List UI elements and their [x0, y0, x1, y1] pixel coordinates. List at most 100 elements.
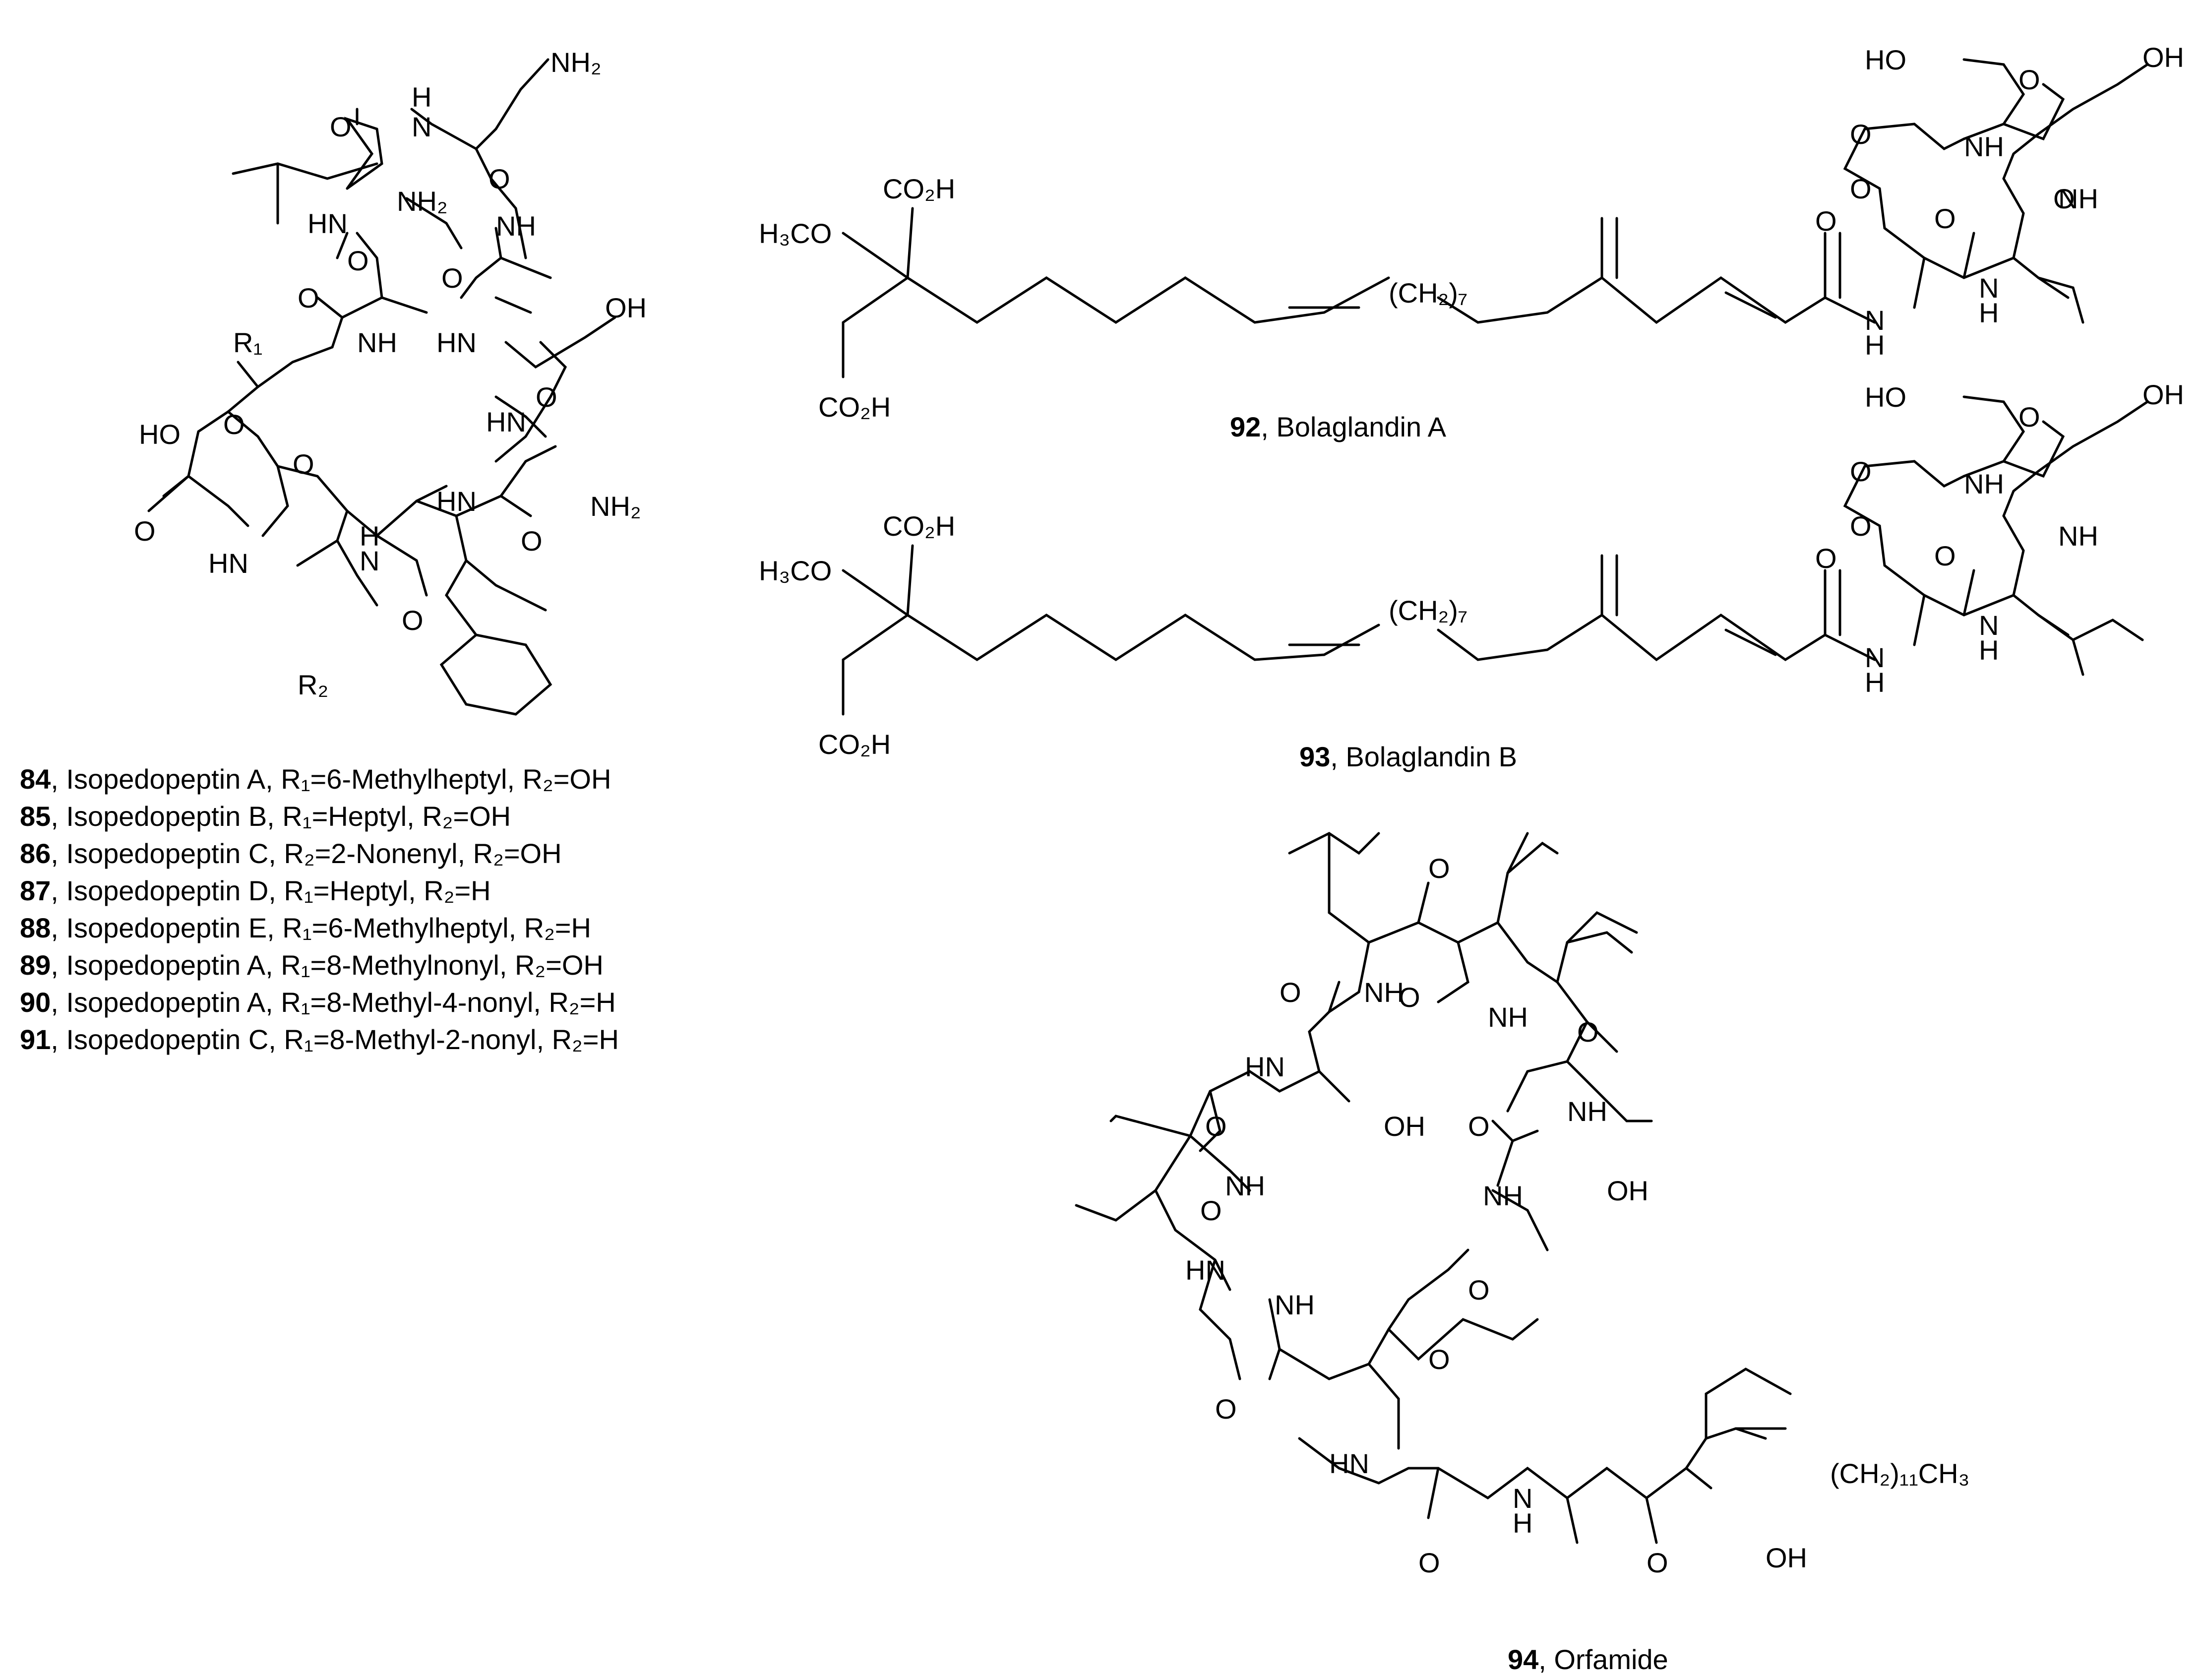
atom-o: O — [1647, 1547, 1668, 1578]
atom-o: O — [134, 515, 156, 547]
atom-h3co: H₃CO — [759, 555, 832, 586]
atom-o: O — [521, 525, 543, 557]
isopedopeptin-atom-labels: NH₂ H N O O NH₂ HN NH O O OH O R₁ NH HN … — [134, 47, 647, 700]
atom-o: O — [1200, 1195, 1222, 1226]
atom-o: O — [347, 245, 369, 276]
atom-n: N — [412, 111, 431, 142]
atom-o: O — [1418, 1547, 1440, 1578]
atom-o: O — [1850, 456, 1872, 487]
caption-92: 92, Bolaglandin A — [1230, 411, 1447, 442]
atom-o: O — [441, 262, 463, 294]
atom-h: H — [412, 81, 431, 113]
orfamide-structure — [1075, 832, 1792, 1544]
atom-o: O — [1280, 977, 1301, 1008]
atom-oh: OH — [1766, 1542, 1807, 1573]
atom-o: O — [1815, 205, 1837, 237]
atom-o: O — [1468, 1111, 1490, 1142]
atom-ho: HO — [1865, 381, 1906, 413]
atom-oh: OH — [2142, 379, 2184, 410]
atom-nh: NH — [1964, 131, 2004, 162]
atom-hn: HN — [436, 327, 477, 358]
atom-nh2-top: NH₂ — [550, 47, 602, 78]
atom-oh: OH — [1384, 1111, 1425, 1142]
atom-o: O — [1577, 1016, 1599, 1048]
atom-n: N — [360, 545, 379, 576]
atom-nh: NH — [1483, 1180, 1523, 1211]
atom-h: H — [1513, 1507, 1532, 1539]
legend-91: 91, Isopedopeptin C, R₁=8-Methyl-2-nonyl… — [20, 1024, 619, 1055]
atom-o: O — [1399, 982, 1420, 1013]
bolaglandin-b-structure — [842, 395, 2149, 716]
atom-o: O — [1850, 119, 1872, 150]
legend-89: 89, Isopedopeptin A, R₁=8-Methylnonyl, R… — [20, 949, 604, 981]
atom-o: O — [298, 282, 319, 313]
atom-hn: HN — [1245, 1051, 1285, 1082]
atom-n: N — [1979, 610, 1999, 641]
legend-86: 86, Isopedopeptin C, R₂=2-Nonenyl, R₂=OH — [20, 838, 562, 869]
atom-h: H — [1865, 667, 1885, 698]
isopedopeptin-legend: 84, Isopedopeptin A, R₁=6-Methylheptyl, … — [20, 763, 619, 1055]
atom-o: O — [1215, 1393, 1237, 1425]
bolaglandin-a-labels: CO₂H H₃CO CO₂H (CH₂)₇ O N H O O HO NH O … — [759, 42, 2184, 423]
atom-nh: NH — [1488, 1001, 1528, 1033]
atom-o: O — [1815, 543, 1837, 574]
atom-o: O — [1468, 1274, 1490, 1306]
atom-o: O — [293, 448, 314, 480]
atom-h: H — [360, 520, 379, 552]
bolaglandin-a-structure — [842, 58, 2149, 378]
atom-o: O — [223, 409, 245, 440]
atom-nh2-side: NH₂ — [590, 491, 641, 522]
legend-85: 85, Isopedopeptin B, R₁=Heptyl, R₂=OH — [20, 801, 511, 832]
atom-o: O — [2018, 64, 2040, 95]
atom-nh: NH — [496, 210, 536, 242]
atom-hn: HN — [1329, 1448, 1369, 1479]
bolaglandin-b-labels: CO₂H H₃CO CO₂H (CH₂)₇ O N H O O HO NH O … — [759, 379, 2184, 760]
atom-nh: NH — [1964, 468, 2004, 499]
atom-h: H — [1979, 297, 1999, 328]
atom-r1: R₁ — [233, 327, 262, 358]
atom-o: O — [1428, 853, 1450, 884]
isopedopeptin-structure — [147, 58, 616, 716]
atom-o: O — [1850, 510, 1872, 542]
atom-n: N — [1865, 305, 1885, 336]
caption-93: 93, Bolaglandin B — [1299, 741, 1517, 772]
atom-n: N — [1513, 1483, 1532, 1514]
atom-h: H — [1865, 329, 1885, 361]
atom-co2h: CO₂H — [818, 391, 891, 423]
atom-ho: HO — [139, 419, 181, 450]
atom-nh: NH — [357, 327, 397, 358]
atom-n: N — [1979, 272, 1999, 304]
atom-o: O — [2053, 183, 2075, 214]
atom-hn: HN — [1185, 1254, 1225, 1286]
atom-oh: OH — [2142, 42, 2184, 73]
orfamide-labels: O O NH O NH O HN NH O OH O NH NH OH O HN… — [1185, 853, 1969, 1578]
atom-o: O — [1934, 203, 1956, 234]
atom-ch2-11-ch3: (CH₂)₁₁CH₃ — [1830, 1458, 1969, 1489]
atom-o: O — [1428, 1344, 1450, 1375]
atom-nh: NH — [1225, 1170, 1265, 1201]
legend-84: 84, Isopedopeptin A, R₁=6-Methylheptyl, … — [20, 763, 611, 795]
atom-h: H — [1979, 634, 1999, 666]
atom-ch2-7: (CH₂)₇ — [1389, 277, 1467, 309]
legend-88: 88, Isopedopeptin E, R₁=6-Methylheptyl, … — [20, 912, 591, 943]
atom-o: O — [1205, 1111, 1227, 1142]
atom-co2h: CO₂H — [883, 173, 955, 204]
atom-o: O — [402, 605, 424, 636]
atom-oh: OH — [1607, 1175, 1649, 1206]
atom-nh: NH — [1275, 1289, 1315, 1320]
atom-co2h: CO₂H — [818, 729, 891, 760]
legend-87: 87, Isopedopeptin D, R₁=Heptyl, R₂=H — [20, 875, 491, 906]
atom-o: O — [489, 163, 510, 194]
atom-nh: NH — [2058, 520, 2098, 552]
atom-ch2-7: (CH₂)₇ — [1389, 595, 1467, 626]
atom-nh: NH — [2058, 183, 2098, 214]
atom-ho: HO — [1865, 44, 1906, 75]
atom-o: O — [1934, 540, 1956, 571]
atom-o: O — [330, 111, 352, 142]
atom-o: O — [1850, 173, 1872, 204]
atom-nh: NH — [1364, 977, 1404, 1008]
atom-nh: NH — [1567, 1096, 1607, 1127]
atom-o: O — [2018, 401, 2040, 433]
atom-hn: HN — [307, 208, 348, 239]
